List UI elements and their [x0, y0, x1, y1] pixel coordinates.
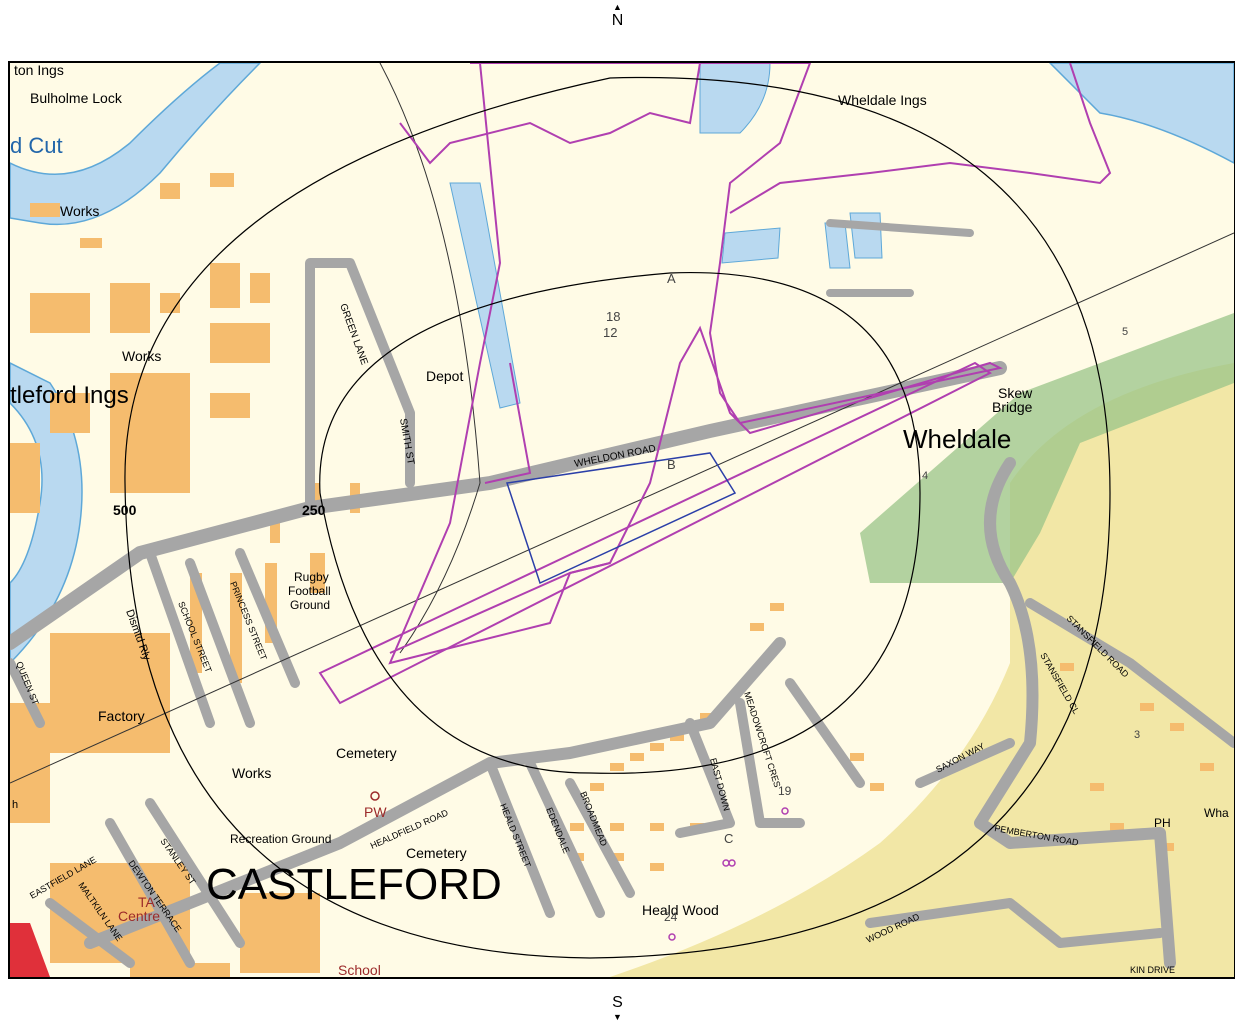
point-labels: A B C 18 12 5 4 3 19 24	[603, 271, 1140, 924]
road-network	[10, 219, 1234, 969]
site-boundary	[318, 63, 1112, 705]
label-ton-ings: ton Ings	[14, 63, 64, 78]
point-24-marker	[668, 933, 676, 941]
label-works-1: Works	[60, 203, 99, 219]
label-school: School	[338, 962, 381, 977]
north-arrow-icon: ▲	[613, 2, 622, 12]
railway-line	[10, 232, 1234, 784]
study-area-polygon	[506, 452, 737, 585]
main-road-red	[10, 923, 50, 977]
label-bulholme-lock: Bulholme Lock	[30, 90, 123, 106]
point-c: C	[724, 831, 733, 846]
buffer-ring-250	[319, 271, 921, 774]
label-wheldale-ings: Wheldale Ings	[838, 92, 927, 108]
label-cemetery-1: Cemetery	[336, 745, 397, 761]
point-18: 18	[606, 309, 620, 324]
map-canvas[interactable]: ton Ings Bulholme Lock d Cut Works Works…	[10, 63, 1234, 977]
river-aire-west	[10, 362, 83, 665]
point-19: 19	[778, 784, 792, 798]
label-depot: Depot	[426, 368, 463, 384]
label-rugby-3: Ground	[290, 598, 330, 612]
label-rugby-2: Football	[288, 584, 331, 598]
point-24: 24	[664, 910, 678, 924]
ring-label-500: 500	[113, 502, 137, 518]
point-5: 5	[1122, 326, 1128, 338]
label-works-2: Works	[122, 348, 161, 364]
disused-railway-north	[379, 63, 481, 484]
label-h: h	[12, 799, 18, 811]
point-4: 4	[922, 470, 928, 482]
lagoon-west	[449, 182, 521, 409]
point-a: A	[667, 271, 676, 286]
label-rugby-1: Rugby	[294, 570, 329, 584]
label-skew: Skew	[998, 385, 1033, 401]
river-aire-north	[10, 63, 262, 226]
south-label: S	[612, 994, 623, 1011]
label-centre: Centre	[118, 908, 160, 924]
pond-central	[721, 227, 781, 264]
label-factory: Factory	[98, 708, 145, 724]
label-heald-wood: Heald Wood	[642, 902, 719, 918]
label-works-3: Works	[232, 765, 271, 781]
label-recreation-ground: Recreation Ground	[230, 832, 331, 846]
ring-label-250: 250	[302, 502, 326, 518]
label-kin-drive: KIN DRIVE	[1130, 965, 1175, 975]
label-cut: d Cut	[10, 133, 63, 158]
label-cemetery-2: Cemetery	[406, 845, 467, 861]
label-castleford: CASTLEFORD	[206, 860, 502, 909]
point-19-marker	[781, 807, 789, 815]
woodland-area	[860, 313, 1234, 583]
disused-railway-south	[399, 482, 481, 654]
point-3: 3	[1134, 729, 1140, 741]
north-indicator: ▲ N	[0, 2, 1235, 30]
map-frame[interactable]: ton Ings Bulholme Lock d Cut Works Works…	[8, 61, 1235, 979]
point-c-marker-2	[728, 859, 736, 867]
north-label: N	[611, 12, 624, 29]
label-wha: Wha	[1204, 806, 1229, 820]
buffer-ring-500	[124, 76, 1111, 959]
ring-labels: 500 250	[113, 502, 326, 518]
label-castleford-ings: tleford Ings	[10, 382, 129, 409]
river-northeast	[1048, 63, 1234, 164]
label-ph: PH	[1154, 816, 1171, 830]
label-pw: PW	[364, 804, 387, 820]
pw-marker	[370, 791, 380, 801]
point-12: 12	[603, 325, 617, 340]
label-ta: TA	[138, 894, 156, 910]
landfill-area	[610, 363, 1234, 977]
label-wheldale: Wheldale	[903, 424, 1011, 454]
label-bridge: Bridge	[992, 399, 1033, 415]
south-arrow-icon: ▼	[613, 1012, 622, 1022]
south-indicator: S ▼	[0, 994, 1235, 1022]
point-b: B	[667, 457, 676, 472]
